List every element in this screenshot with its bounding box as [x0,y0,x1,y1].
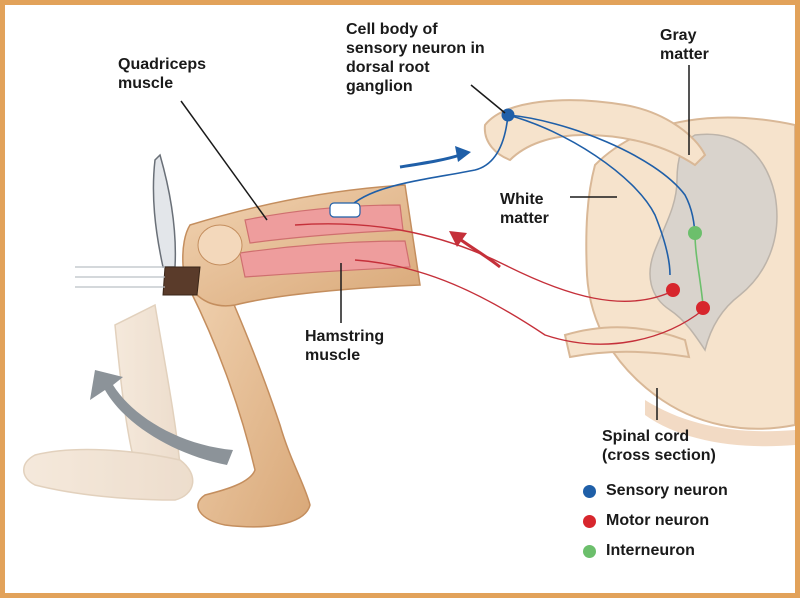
lower-leg [189,248,311,528]
sensory-neuron-cell-body [501,108,515,122]
motor-neuron-swatch [583,514,596,528]
legend-item-interneuron: Interneuron [583,542,695,560]
motor-neuron-cell-body-2 [696,301,710,315]
stretch-receptor [329,202,361,218]
white-matter-label: White matter [500,191,549,227]
spinal-cord-label: Spinal cord (cross section) [602,428,716,464]
interneuron-cell-body [688,226,702,240]
legend-label-sensory: Sensory neuron [606,482,728,499]
cell-body-label: Cell body of sensory neuron in dorsal ro… [346,21,485,95]
dorsal-root [483,99,707,167]
gray-matter-label: Gray matter [660,27,709,63]
motor-neuron-paths [294,223,704,345]
leg-previous-position [23,303,194,501]
knee-jerk-reflex-illustration [23,65,795,528]
reflex-hammer [75,153,201,296]
legend-item-sensory: Sensory neuron [583,482,728,500]
legend-item-motor: Motor neuron [583,512,709,530]
kick-motion-arrow [90,370,233,465]
legend-label-motor: Motor neuron [606,512,710,529]
legend-label-interneuron: Interneuron [606,542,695,559]
quadriceps-label: Quadriceps muscle [118,56,207,92]
interneuron-swatch [583,544,596,558]
sensory-neuron-path [344,114,696,276]
spinal-cord-cross-section [585,116,795,447]
efferent-signal-arrow [456,235,501,269]
motor-neuron-cell-body-1 [666,283,680,297]
sensory-neuron-swatch [583,484,596,498]
hamstring-muscle [239,240,411,278]
kneecap [197,224,243,266]
afferent-signal-arrow [399,153,461,169]
hamstring-label: Hamstring muscle [305,328,385,364]
leader-lines [180,65,690,420]
